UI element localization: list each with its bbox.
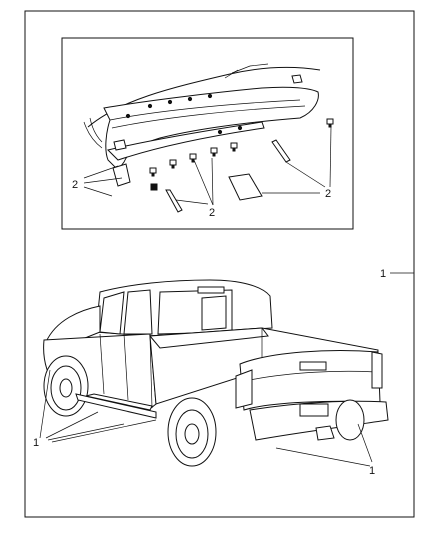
- callout-1-bottom: 1: [369, 465, 375, 477]
- fastener-set: [149, 118, 334, 191]
- callout-2-center: 2: [209, 207, 215, 219]
- gasket-pad: [228, 173, 263, 201]
- callout-2-right: 2: [325, 188, 331, 200]
- pickup-truck-illustration: [43, 279, 389, 467]
- detail-inset-frame: [61, 37, 354, 230]
- callout-1-left: 1: [33, 437, 39, 449]
- kit-leader-lines: [39, 272, 414, 467]
- outer-frame: [24, 10, 415, 518]
- callout-1-right: 1: [380, 268, 386, 280]
- gasket-pad: [165, 189, 183, 213]
- callout-2-left: 2: [72, 179, 78, 191]
- cab-spoiler-detail: [83, 63, 321, 187]
- gasket-pad: [271, 139, 291, 163]
- detail-leader-lines: [83, 126, 332, 206]
